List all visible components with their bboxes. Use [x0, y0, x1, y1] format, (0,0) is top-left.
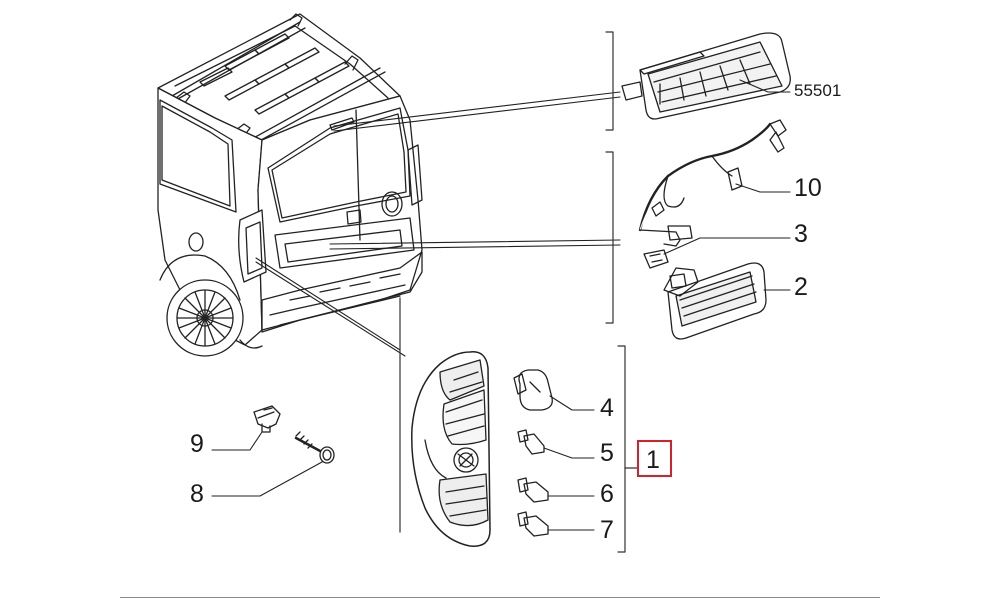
part-label-4: 4 [600, 394, 614, 422]
part-label-7: 7 [600, 516, 614, 544]
bulb-6 [517, 477, 549, 503]
leader-10 [735, 183, 791, 193]
leader-4 [549, 395, 595, 411]
part-label-5: 5 [600, 439, 614, 467]
bottom-rule [120, 597, 880, 598]
van-illustration [157, 13, 423, 357]
small-bulb-part [643, 249, 669, 269]
part-label-3: 3 [794, 220, 808, 248]
bulb-4 [513, 369, 553, 411]
part-label-10: 10 [794, 174, 822, 202]
screw-part [294, 431, 335, 464]
clip-part [253, 405, 281, 433]
bulb-5 [517, 429, 545, 455]
van-leader-lines [255, 91, 621, 357]
leader-3 [663, 237, 791, 255]
part-label-6: 6 [600, 480, 614, 508]
part-label-8: 8 [190, 480, 204, 508]
bulb-7 [517, 511, 549, 537]
part-label-9: 9 [190, 430, 204, 458]
leader-9 [211, 431, 263, 451]
group-brackets [399, 31, 638, 553]
plate-light-part [663, 262, 767, 340]
leader-8 [211, 461, 323, 497]
highlight-box [637, 440, 672, 477]
third-brake-light-part [621, 32, 791, 120]
part-label-1: 1 [646, 446, 660, 474]
part-label-2: 2 [794, 273, 808, 301]
leader-5 [543, 447, 595, 459]
part-label-55501: 55501 [794, 81, 842, 100]
wiring-harness-part [638, 119, 787, 247]
tail-light-housing-part [411, 351, 491, 547]
leader-55501 [739, 79, 791, 93]
